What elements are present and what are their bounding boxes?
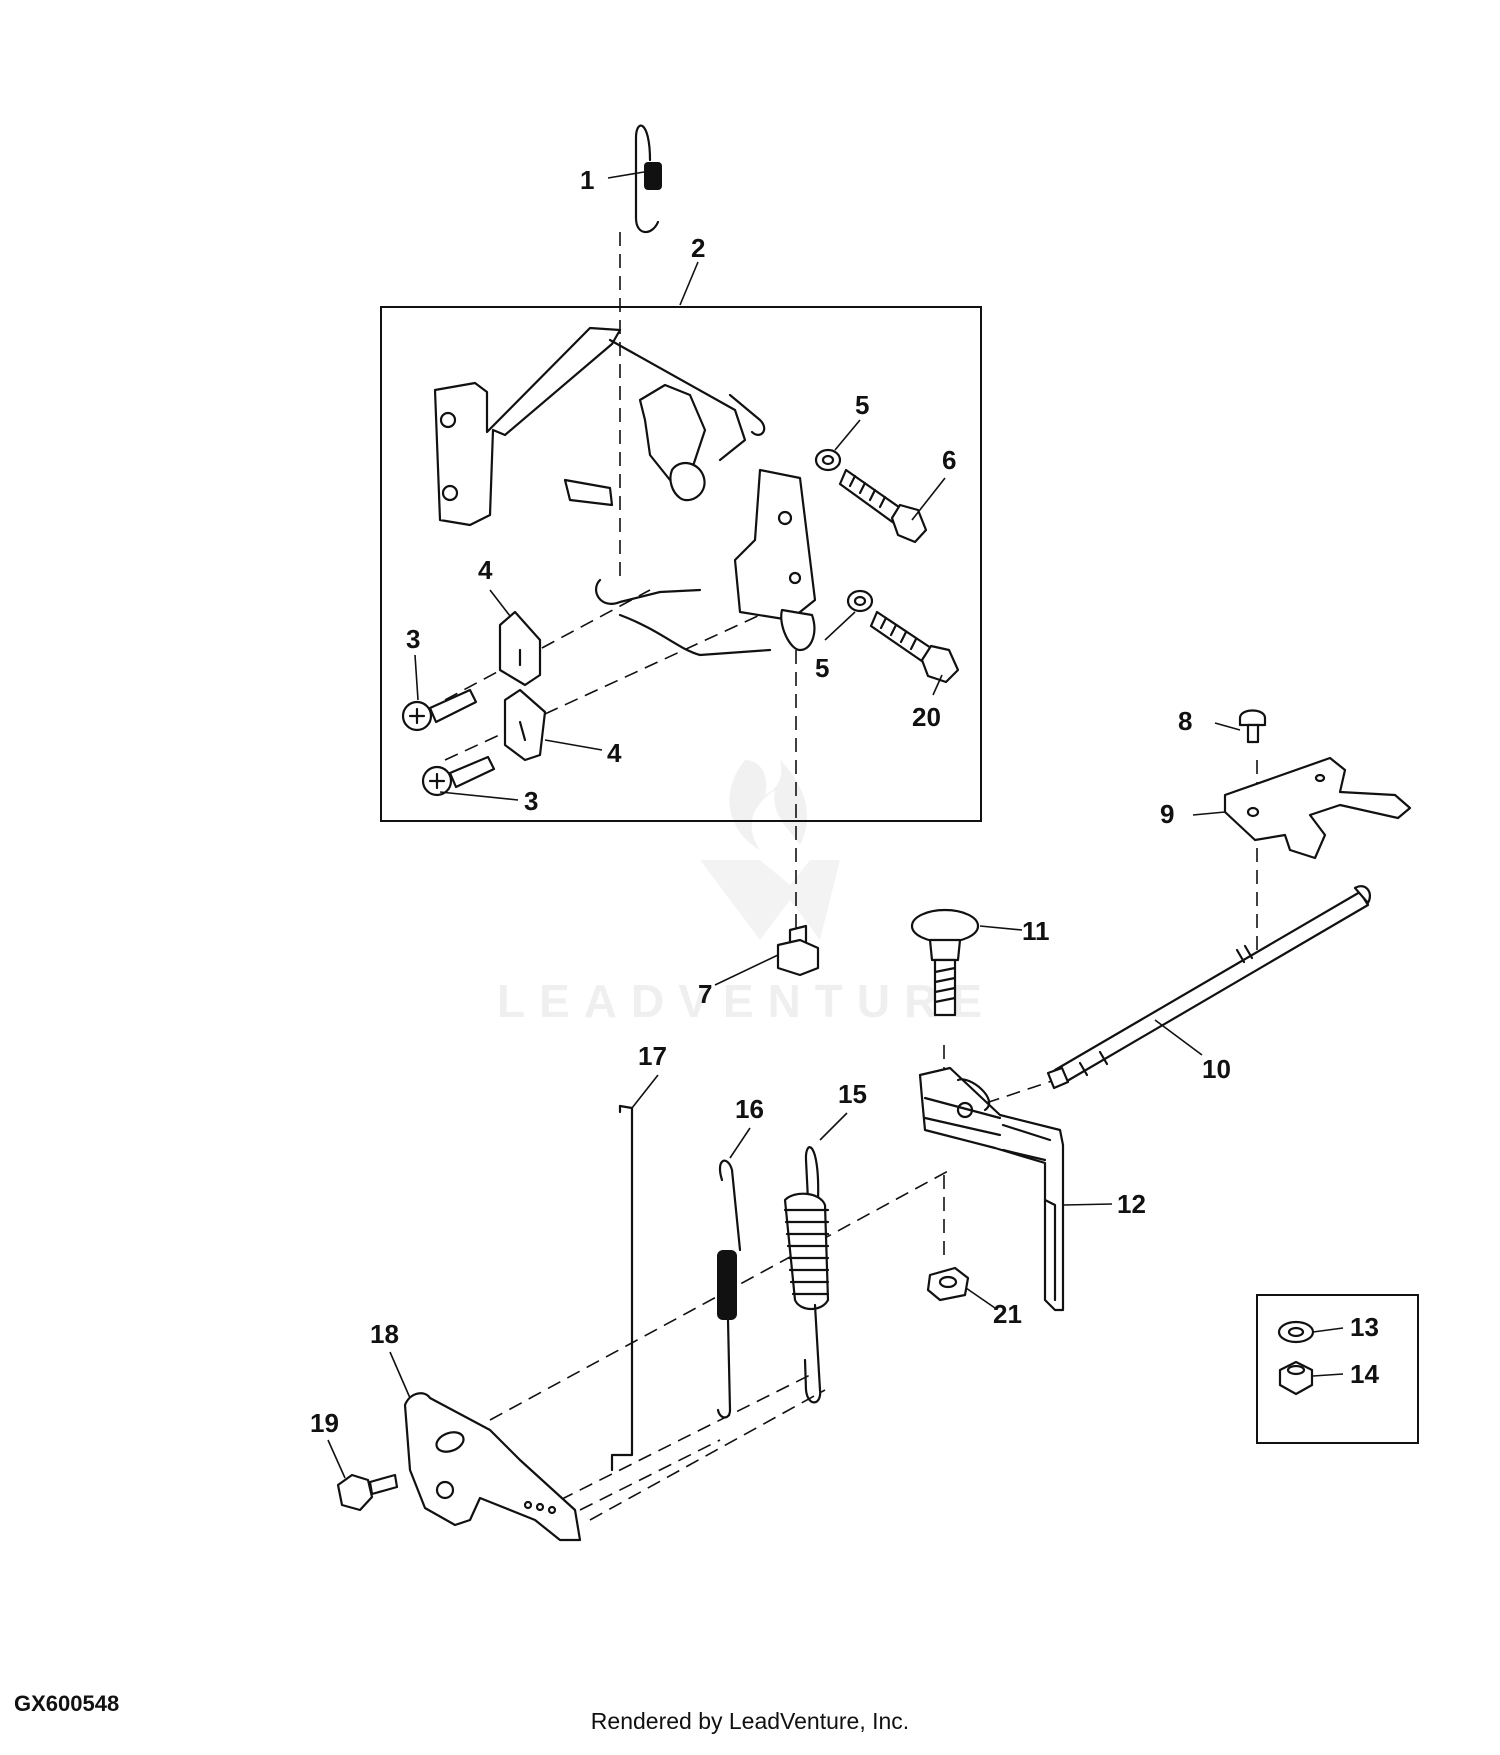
callout-7: 7	[698, 979, 712, 1009]
callout-3-upper: 3	[406, 624, 420, 654]
bolt-part-19	[336, 1473, 399, 1512]
callout-5-upper: 5	[855, 390, 869, 420]
plate-part-9	[1223, 756, 1412, 860]
callout-11: 11	[1022, 916, 1050, 946]
callout-6: 6	[942, 445, 956, 475]
callout-1: 1	[580, 165, 594, 195]
callout-17: 17	[638, 1041, 667, 1071]
callout-14: 14	[1350, 1359, 1379, 1389]
render-credit: Rendered by LeadVenture, Inc.	[590, 1708, 910, 1734]
callout-20: 20	[912, 702, 941, 732]
shaft-part-10	[1046, 885, 1372, 1090]
lever-part-12	[918, 1066, 1065, 1312]
nut-part-7	[776, 924, 820, 977]
clip-part-4-lower	[503, 688, 547, 762]
figure-id: GX600548	[14, 1691, 120, 1716]
screw-part-8	[1238, 709, 1267, 744]
clip-part-4-upper	[498, 610, 542, 687]
callout-3-lower: 3	[524, 786, 538, 816]
bolt-part-20	[869, 610, 960, 684]
washer-part-5-lower	[846, 589, 874, 613]
nut-part-21	[926, 1266, 970, 1302]
callout-8: 8	[1178, 706, 1192, 736]
callout-16: 16	[735, 1094, 764, 1124]
callout-4-upper: 4	[478, 555, 493, 585]
bolt-part-6	[838, 468, 928, 544]
item-2-group-box	[380, 306, 982, 822]
nut-part-14	[1278, 1360, 1314, 1396]
screw-part-3-lower	[421, 755, 496, 797]
control-bracket-part-2	[433, 326, 817, 657]
spring-part-1	[634, 124, 662, 234]
callouts: 1 2 3 3 4 4 5 5 6 7 8 9 10 11 12 13 14 1…	[310, 165, 1379, 1438]
watermark-text: LEADVENTURE	[497, 975, 996, 1027]
callout-9: 9	[1160, 799, 1174, 829]
alignment-lines	[444, 232, 1258, 1521]
rod-part-17	[610, 1104, 634, 1472]
callout-13: 13	[1350, 1312, 1379, 1342]
callout-12: 12	[1117, 1189, 1146, 1219]
callout-21: 21	[993, 1299, 1022, 1329]
callout-5-lower: 5	[815, 653, 829, 683]
callout-10: 10	[1202, 1054, 1231, 1084]
callout-19: 19	[310, 1408, 339, 1438]
bracket-part-18	[403, 1392, 582, 1542]
leadventure-watermark: LEADVENTURE	[497, 760, 996, 1027]
washer-part-5-upper	[814, 448, 842, 472]
callout-2: 2	[691, 233, 705, 263]
spring-part-16	[716, 1159, 742, 1419]
items-13-14-group-box	[1256, 1294, 1419, 1444]
spring-part-15	[783, 1146, 830, 1404]
leader-lines	[327, 171, 1344, 1479]
callout-15: 15	[838, 1079, 867, 1109]
callout-4-lower: 4	[607, 738, 622, 768]
washer-part-13	[1277, 1320, 1315, 1344]
callout-18: 18	[370, 1319, 399, 1349]
carriage-bolt-part-11	[910, 908, 980, 1017]
screw-part-3-upper	[401, 688, 478, 732]
